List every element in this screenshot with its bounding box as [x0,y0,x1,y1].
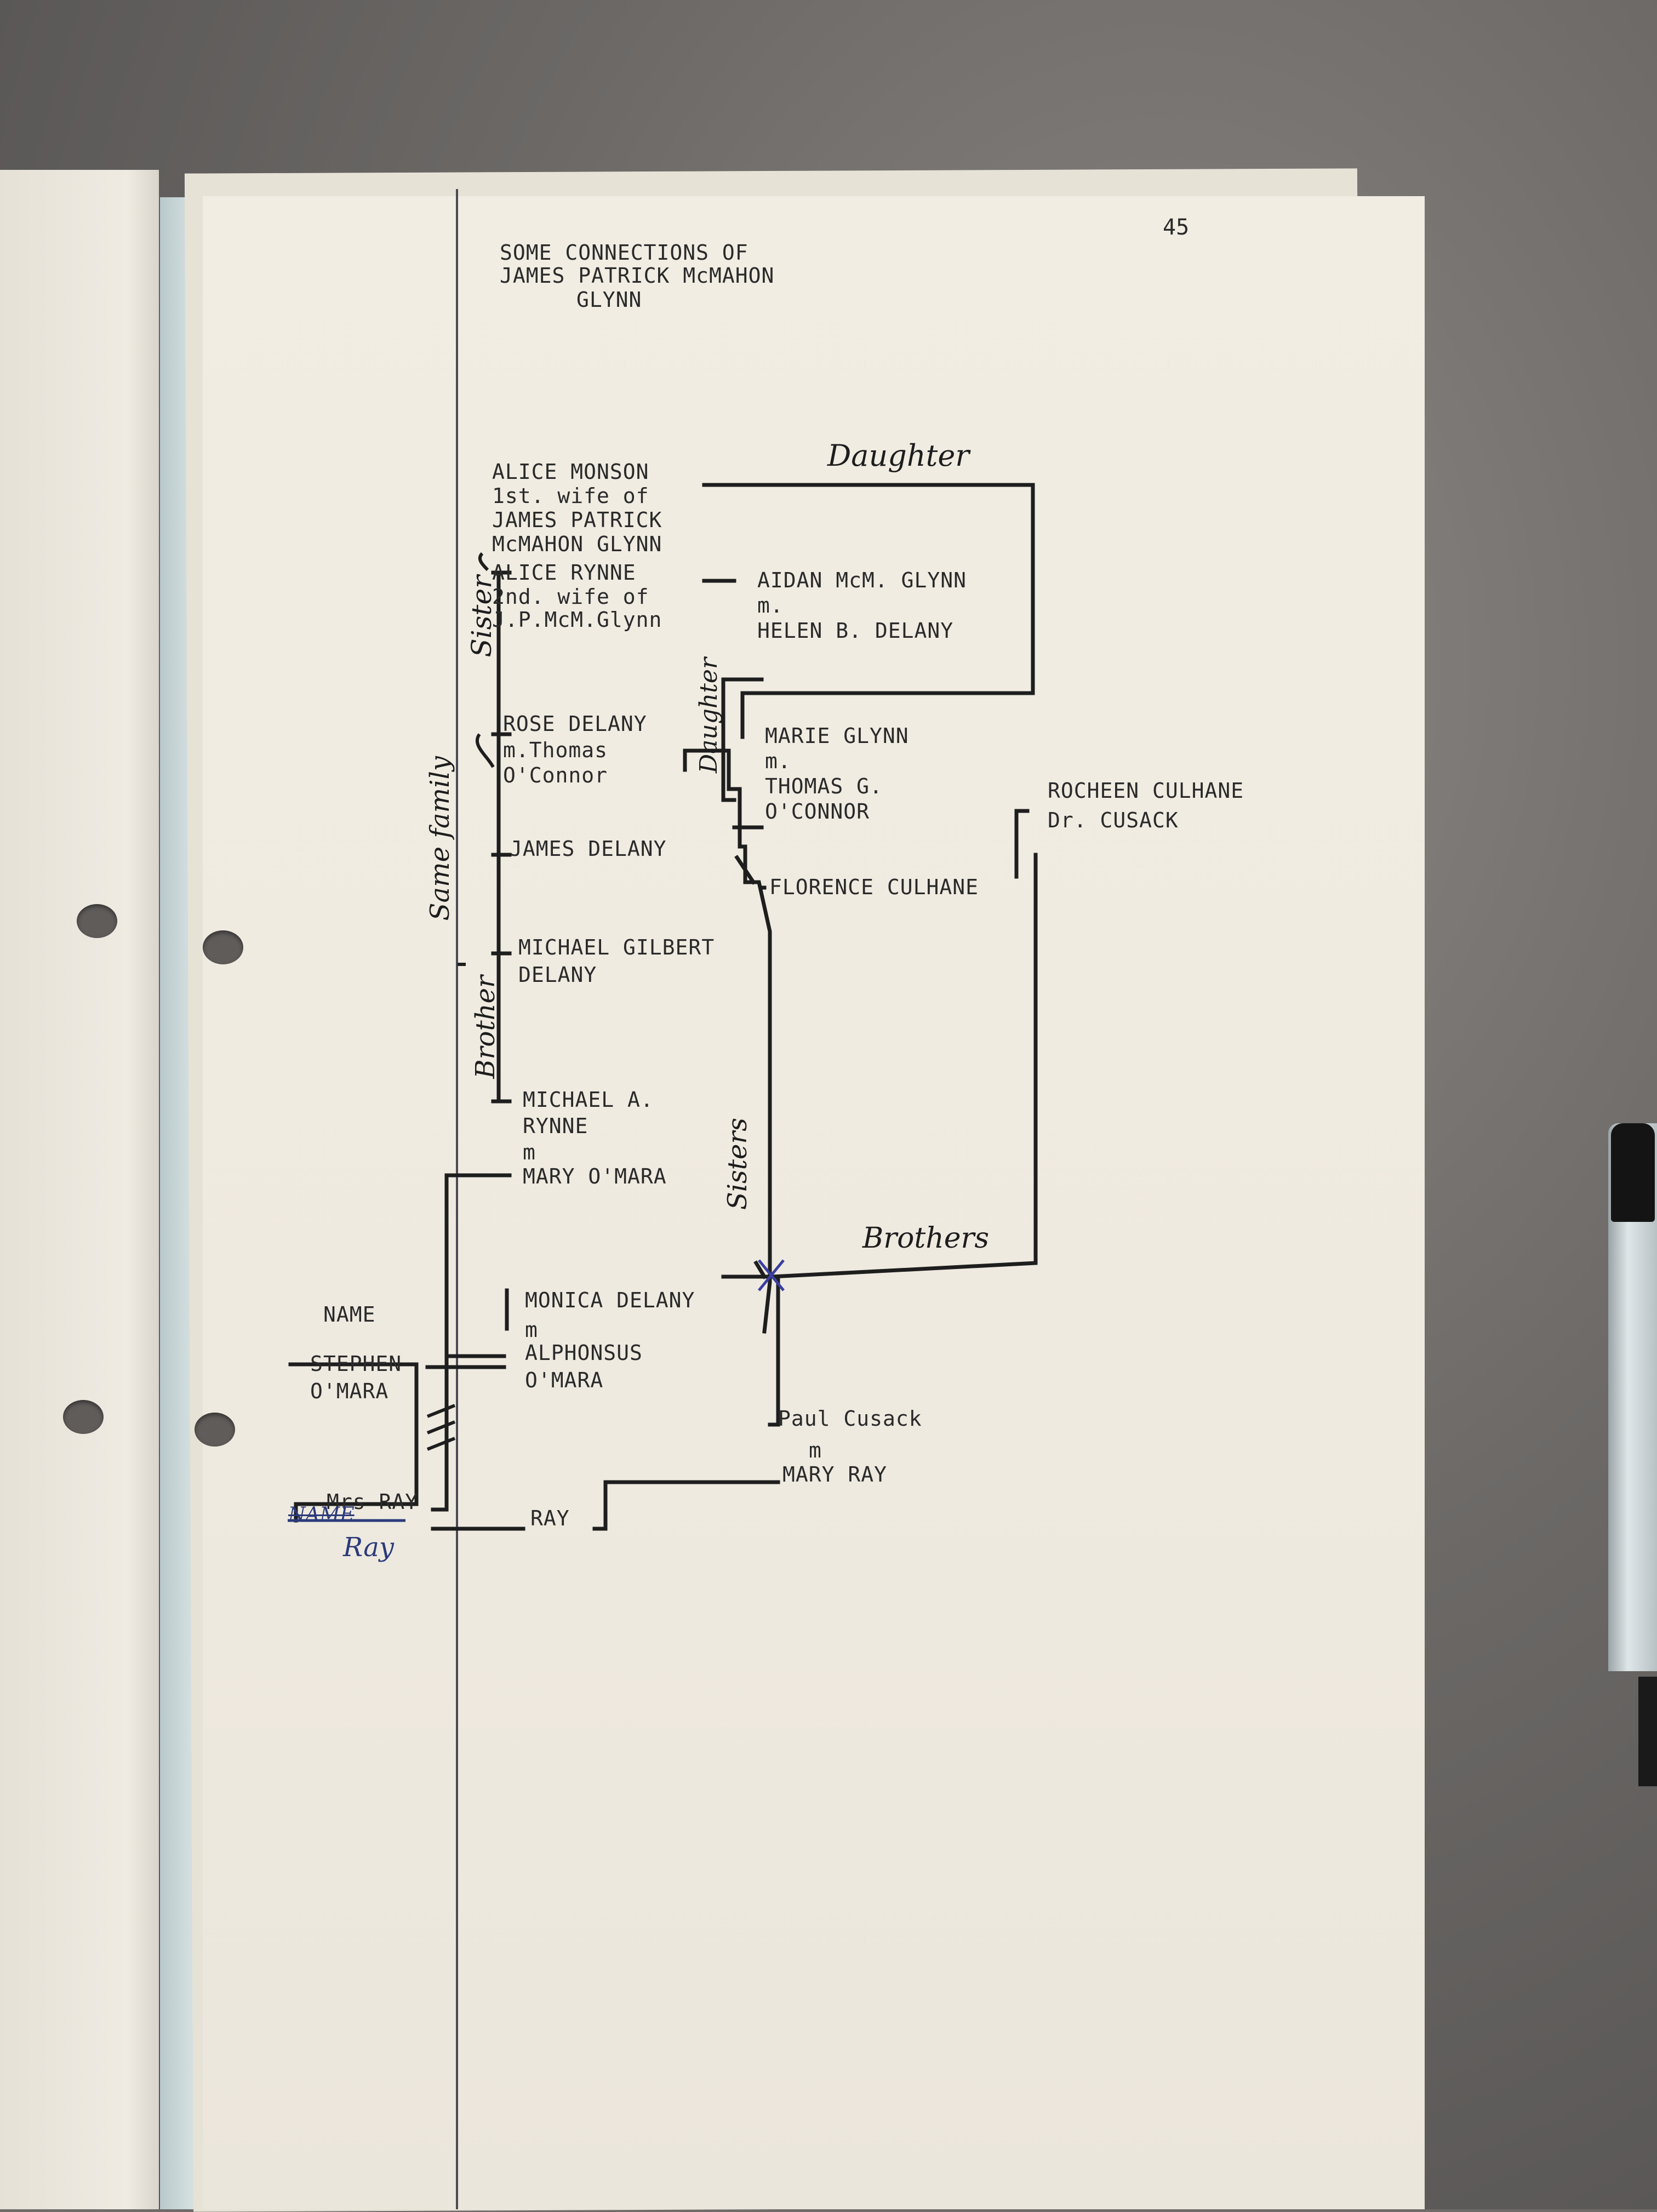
title-line: GLYNN [576,288,642,312]
entry-line: JAMES PATRICK [492,508,662,532]
handwritten-sister: Sister [466,575,498,658]
title-line: JAMES PATRICK McMAHON [500,264,775,288]
punch-hole [195,1413,235,1447]
entry-line: RYNNE [523,1114,588,1138]
entry-line: Paul Cusack [778,1407,922,1431]
handwritten-brothers: Brothers [862,1222,990,1255]
entry-line: J.P.McM.Glynn [492,608,662,632]
punch-hole [77,904,117,938]
entry-line: m [525,1318,538,1342]
entry-line: MARY RAY [782,1462,888,1487]
entry-line: m [523,1140,536,1164]
entry-line: THOMAS G. [765,774,883,798]
entry-line: 1st. wife of [492,484,649,508]
page-number: 45 [1163,215,1190,240]
entry-line: m.Thomas [503,738,608,762]
left-page [0,170,159,2209]
entry-line: AIDAN McM. GLYNN [757,568,967,592]
entry-line: MICHAEL A. [523,1088,654,1112]
entry-line: ROCHEEN CULHANE [1048,779,1244,803]
entry-line: MONICA DELANY [525,1288,695,1312]
ray-entry: RAY [530,1506,570,1530]
handwritten-ray: Ray [343,1532,394,1563]
entry-line: 2nd. wife of [492,585,649,609]
punch-hole [203,930,243,964]
handwritten-daughter-side: Daughter [695,658,723,774]
entry-line: m [809,1438,822,1462]
handwritten-daughter-top: Daughter [827,438,970,473]
entry-line: MARIE GLYNN [765,724,909,748]
document-page [203,196,1425,2209]
entry-line: O'MARA [525,1368,604,1392]
pen-tip [1638,1677,1657,1786]
handwritten-sisters: Sisters [722,1118,753,1210]
entry-line: Dr. CUSACK [1048,808,1179,832]
entry-line: DELANY [518,963,597,987]
entry-line: ALPHONSUS [525,1341,643,1365]
florence-entry: FLORENCE CULHANE [769,875,979,899]
entry-line: McMAHON GLYNN [492,532,662,556]
entry-line: O'CONNOR [765,799,870,824]
entry-line: O'Connor [503,763,608,787]
entry-line: HELEN B. DELANY [757,619,954,643]
pen-cap [1611,1123,1655,1222]
handwritten-same-family: Same family [425,756,455,921]
mrs-ray-entry: Mrs RAY [327,1490,419,1514]
name-label: NAME [323,1302,376,1327]
entry-line: ROSE DELANY [503,712,647,736]
entry-line: m. [765,749,791,773]
entry-line: O'MARA [310,1379,389,1403]
entry-line: MARY O'MARA [523,1164,667,1188]
entry-line: ALICE MONSON [492,460,649,484]
james-delany-entry: JAMES DELANY [510,837,667,861]
entry-line: m. [757,593,784,618]
title-line: SOME CONNECTIONS OF [500,241,748,265]
entry-line: STEPHEN [310,1352,402,1376]
entry-line: MICHAEL GILBERT [518,935,715,959]
margin-rule [456,189,458,2209]
handwritten-brother: Brother [470,975,501,1079]
handwritten-name-crossed: NAME [288,1504,355,1526]
punch-hole [63,1400,104,1434]
entry-line: ALICE RYNNE [492,561,636,585]
